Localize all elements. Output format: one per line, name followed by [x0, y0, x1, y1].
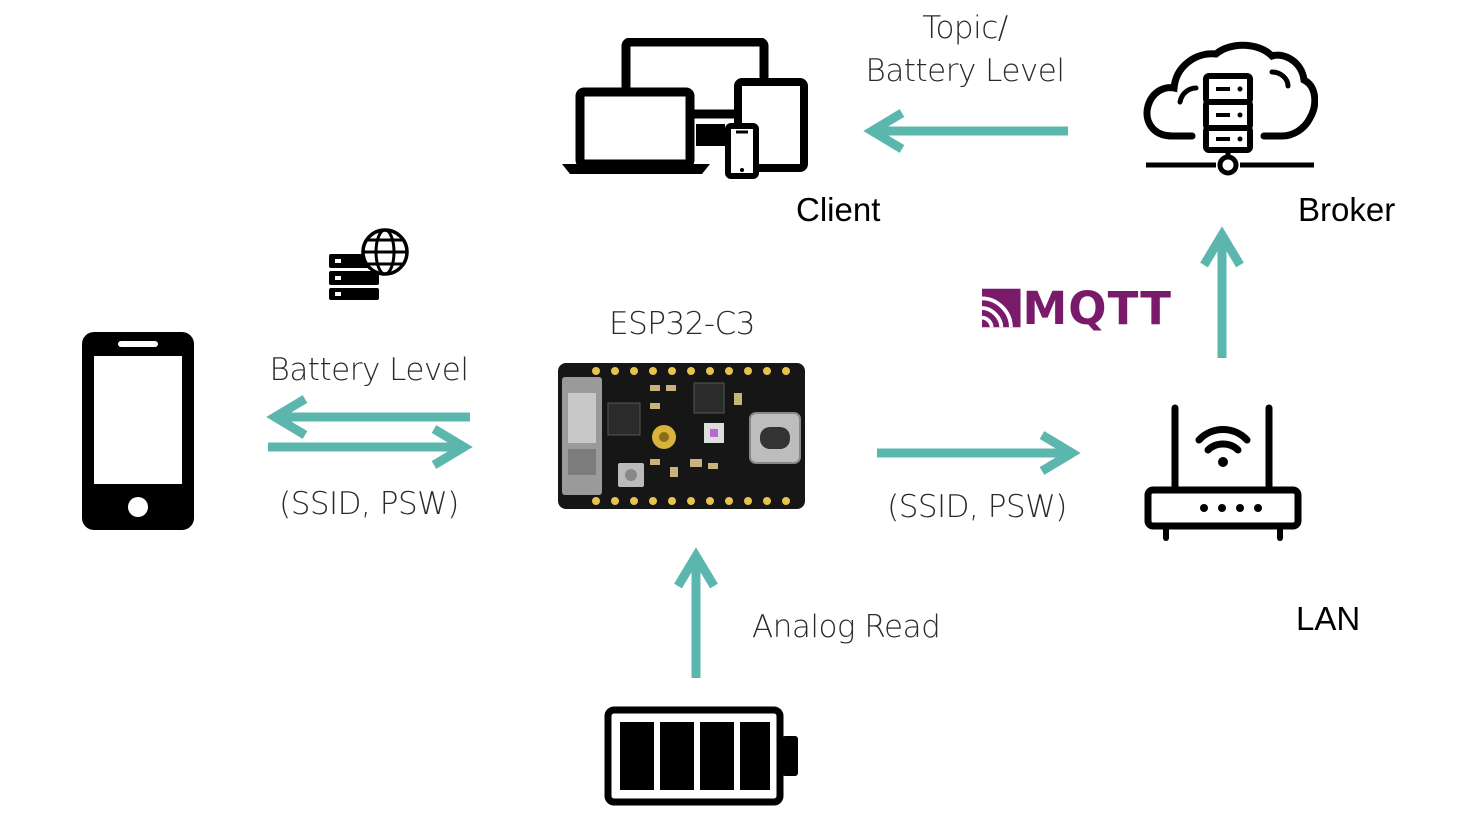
arrow-esp-to-phone	[266, 395, 470, 439]
battery-icon	[604, 706, 800, 806]
esp32-board-icon	[558, 363, 805, 509]
esp32-label: ESP32-C3	[609, 306, 755, 342]
lan-label: LAN	[1296, 600, 1361, 637]
arrow-router-to-broker	[1200, 226, 1244, 358]
arrow-battery-to-esp	[674, 547, 718, 678]
topic-label-line1: Topic/	[922, 10, 1008, 46]
analog-read-label: Analog Read	[752, 609, 941, 645]
smartphone-icon	[82, 332, 194, 530]
router-icon	[1144, 404, 1302, 542]
mqtt-logo-text: MQTT	[1022, 281, 1172, 335]
ssid-psw-left-label: (SSID, PSW)	[279, 486, 459, 522]
client-label: Client	[796, 191, 881, 228]
web-server-icon	[327, 228, 411, 302]
topic-label-line2: Battery Level	[865, 53, 1065, 89]
ssid-psw-right-label: (SSID, PSW)	[887, 489, 1067, 525]
arrow-broker-to-client	[863, 109, 1068, 153]
devices-icon	[560, 38, 810, 183]
mqtt-logo: MQTT	[982, 281, 1172, 335]
broker-label: Broker	[1298, 191, 1396, 228]
arrow-phone-to-esp	[268, 425, 473, 469]
battery-level-label: Battery Level	[269, 352, 469, 388]
mqtt-logo-icon	[982, 288, 1021, 328]
arrow-esp-to-router	[877, 431, 1081, 475]
cloud-server-icon	[1142, 40, 1318, 180]
